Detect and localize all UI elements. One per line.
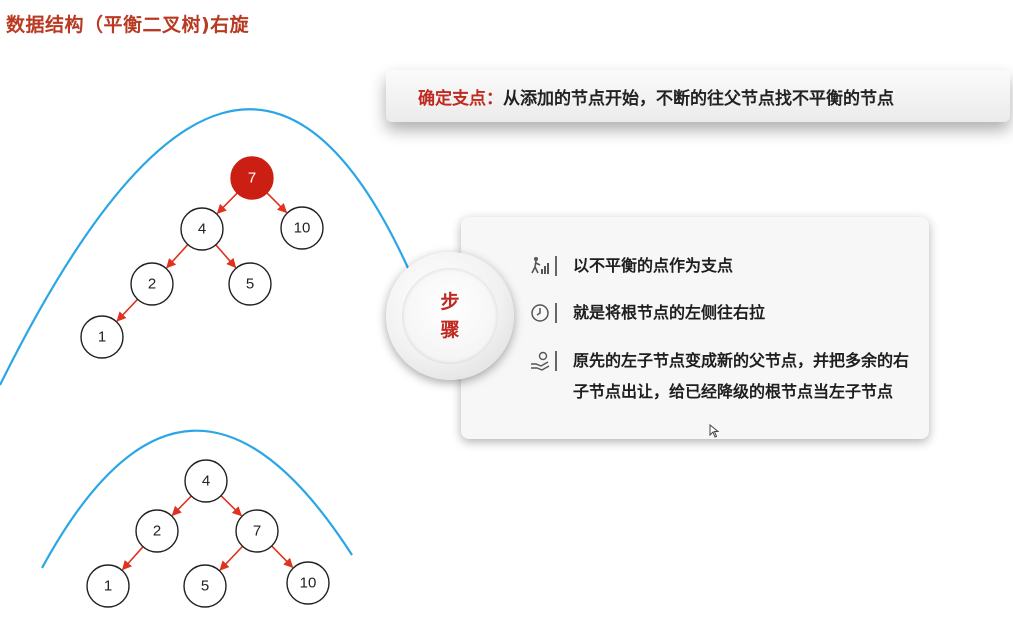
tree-edge-arrow	[116, 298, 139, 322]
tree-node-label: 5	[201, 578, 209, 595]
tree-edge-arrow	[219, 545, 244, 571]
tree-node-label: 2	[153, 523, 161, 540]
tree-node	[86, 564, 130, 608]
tree-node	[184, 459, 228, 503]
tree-node	[280, 206, 324, 250]
step-item: 原先的左子节点变成新的父节点，并把多余的右子节点出让，给已经降级的根节点当左子节…	[529, 349, 913, 407]
tree-edge-arrow	[166, 244, 189, 269]
step-divider	[555, 256, 557, 276]
tree-node	[80, 315, 124, 359]
clock-icon	[529, 302, 551, 324]
tree-node-label: 4	[202, 473, 210, 490]
tree-node	[183, 564, 227, 608]
tree-node	[286, 561, 330, 605]
tree-edge-arrow	[171, 495, 192, 516]
tree-edge-arrow	[266, 192, 288, 214]
tree-edge-arrow	[220, 495, 242, 517]
step-text: 以不平衡的点作为支点	[573, 256, 734, 275]
after-tree-curve	[41, 429, 353, 569]
tree-node-label: 10	[294, 220, 311, 237]
banner-text: 从添加的节点开始，不断的往父节点找不平衡的节点	[503, 88, 894, 109]
tree-node-label: 7	[253, 523, 261, 540]
steps-badge-inner: 步 骤	[402, 268, 498, 364]
step-divider	[555, 303, 557, 323]
before-tree-curve	[0, 108, 410, 386]
tree-node-label: 4	[198, 221, 206, 238]
after-rotation-tree: 4 2 7 1 5 10	[86, 459, 330, 608]
badge-char: 步	[440, 291, 460, 313]
tree-edge-arrow	[121, 546, 144, 571]
mouse-cursor-icon	[709, 423, 720, 441]
pivot-banner: 确定支点： 从添加的节点开始，不断的往父节点找不平衡的节点	[386, 70, 1010, 122]
page-title: 数据结构（平衡二叉树)右旋	[6, 14, 250, 36]
tree-node	[135, 509, 179, 553]
tree-node	[235, 509, 279, 553]
tree-node	[230, 156, 274, 200]
before-rotation-tree: 7 4 10 2 5 1	[80, 156, 324, 359]
tree-node	[180, 207, 224, 251]
steps-badge: 步 骤	[386, 252, 514, 380]
tree-diagrams: 7 4 10 2 5 1 4 2 7 1 5 10	[0, 108, 410, 608]
badge-char: 骤	[440, 319, 460, 341]
tree-edge-arrow	[215, 244, 237, 269]
tree-node	[130, 262, 174, 306]
step-item: 以不平衡的点作为支点	[529, 254, 913, 281]
step-text: 就是将根节点的左侧往右拉	[573, 303, 766, 322]
steps-card: 以不平衡的点作为支点 就是将根节点的左侧往右拉 原先的左子节点变成新的父节点，并…	[461, 217, 929, 439]
tree-node-label: 2	[148, 276, 156, 293]
step-divider	[555, 351, 557, 371]
tree-node	[228, 262, 272, 306]
tree-edge-arrow	[271, 545, 294, 568]
step-item: 就是将根节点的左侧往右拉	[529, 301, 913, 328]
tree-node-label: 10	[300, 575, 317, 592]
tree-node-label: 1	[104, 578, 112, 595]
banner-label: 确定支点：	[418, 88, 503, 109]
tree-node-label: 1	[98, 329, 106, 346]
tree-edge-arrow	[216, 192, 238, 214]
tree-node-label: 5	[246, 276, 254, 293]
person-chart-icon	[529, 255, 551, 277]
tree-node-label: 7	[248, 170, 256, 187]
step-text: 原先的左子节点变成新的父节点，并把多余的右子节点出让，给已经降级的根节点当左子节…	[573, 351, 910, 401]
hand-money-icon	[529, 350, 551, 372]
